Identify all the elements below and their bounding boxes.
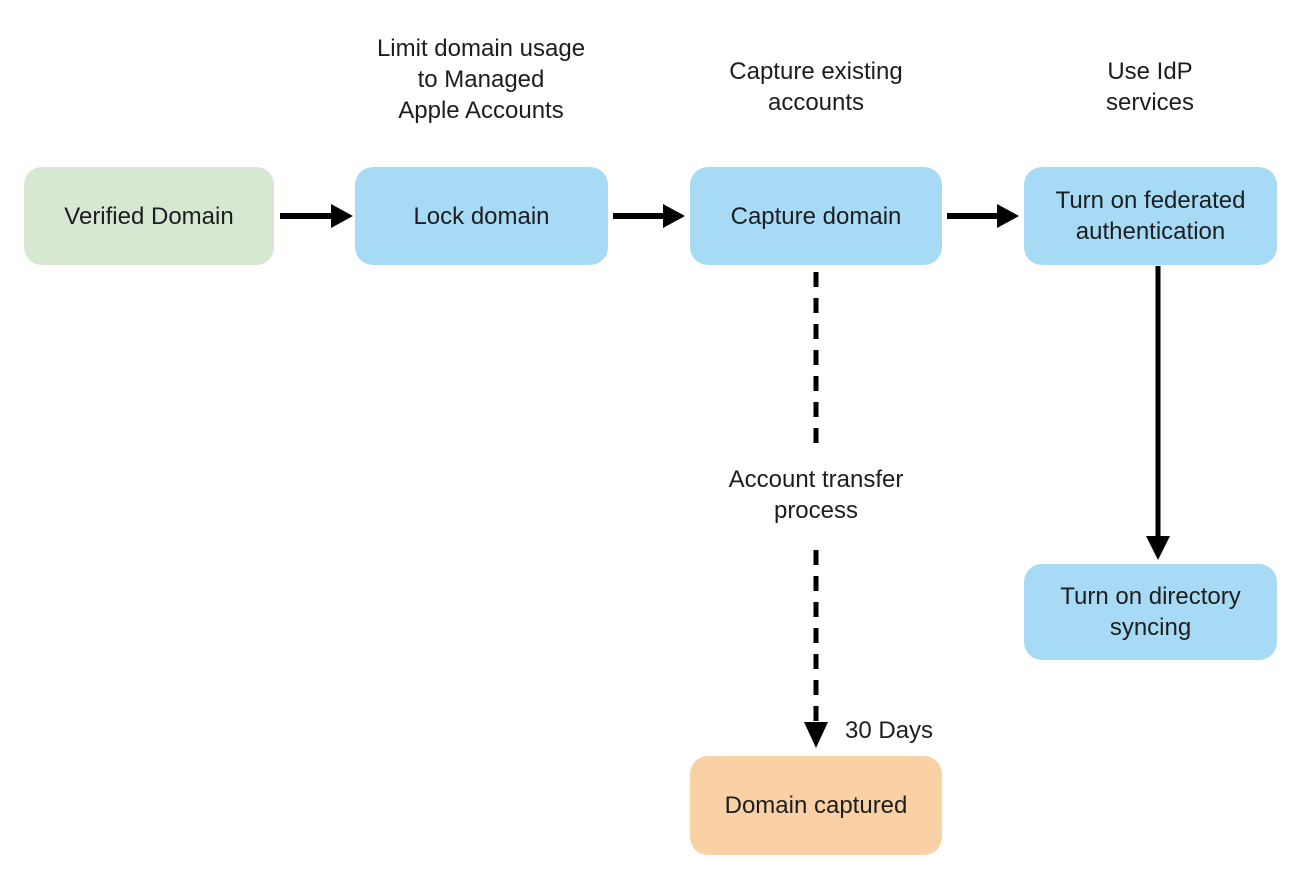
node-capture-domain: Capture domain [690, 167, 942, 265]
node-directory-syncing-label: Turn on directory syncing [1060, 583, 1241, 641]
node-verified-domain: Verified Domain [24, 167, 274, 265]
arrow-federated-to-directory [1146, 266, 1170, 560]
node-federated-authentication: Turn on federated authentication [1024, 167, 1277, 265]
node-lock-domain: Lock domain [355, 167, 608, 265]
label-30-days: 30 Days [845, 717, 934, 744]
caption-capture-existing-accounts: Capture existing accounts [729, 58, 903, 116]
arrow-verified-to-lock [280, 204, 353, 228]
node-capture-domain-label: Capture domain [730, 202, 902, 230]
node-lock-domain-label: Lock domain [413, 202, 550, 230]
node-directory-syncing: Turn on directory syncing [1024, 564, 1277, 660]
node-domain-captured: Domain captured [690, 756, 942, 855]
arrow-capture-to-federated [947, 204, 1019, 228]
node-verified-domain-label: Verified Domain [64, 202, 234, 230]
node-domain-captured-label: Domain captured [724, 792, 908, 819]
arrow-lock-to-capture [613, 204, 685, 228]
caption-use-idp-services: Use IdP services [1105, 58, 1195, 116]
node-federated-authentication-label: Turn on federated authentication [1055, 187, 1246, 245]
label-account-transfer-process: Account transfer process [728, 466, 904, 524]
caption-limit-domain-usage: Limit domain usage to Managed Apple Acco… [376, 35, 586, 124]
